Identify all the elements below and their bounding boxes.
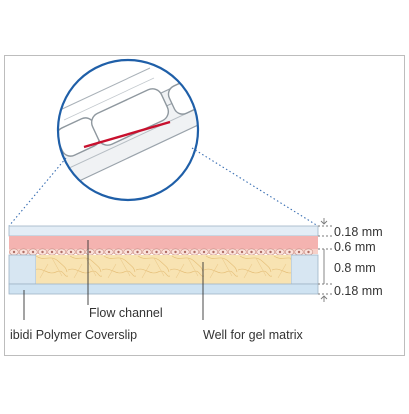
dim-gel-well: 0.8 mm <box>334 261 376 275</box>
cross-section <box>8 225 319 295</box>
gel-well-label: Well for gel matrix <box>203 328 304 342</box>
cell-nucleus <box>250 250 253 254</box>
flow-channel-layer <box>9 236 318 249</box>
cell-nucleus <box>278 250 282 254</box>
cell-nucleus <box>69 250 73 254</box>
cell-nucleus <box>183 250 187 254</box>
cells <box>9 248 314 256</box>
section-cut-line <box>83 120 171 149</box>
cell-nucleus <box>155 250 158 254</box>
cell-nucleus <box>41 250 44 254</box>
top-lid <box>8 225 319 237</box>
cell-nucleus <box>145 250 149 254</box>
cell-nucleus <box>307 250 310 254</box>
dim-top-lid: 0.18 mm <box>334 225 383 239</box>
left-wall <box>8 254 37 285</box>
cell-nucleus <box>297 250 301 254</box>
cell-nucleus <box>164 250 168 254</box>
zoom-guides <box>8 147 319 227</box>
coverslip-layer <box>8 283 319 295</box>
cell-nucleus <box>212 250 215 254</box>
cell-nucleus <box>193 250 196 254</box>
flow-channel-label: Flow channel <box>89 306 163 320</box>
cell-nucleus <box>240 250 244 254</box>
cell-nucleus <box>98 250 101 254</box>
cell-nucleus <box>231 250 234 254</box>
dim-flow-channel: 0.6 mm <box>334 240 376 254</box>
cell-nucleus <box>288 250 291 254</box>
coverslip-label: ibidi Polymer Coverslip <box>10 328 137 342</box>
cell-nucleus <box>136 250 139 254</box>
cell-nucleus <box>202 250 206 254</box>
magnifier-view <box>56 58 200 202</box>
cell-nucleus <box>107 250 111 254</box>
dim-coverslip: 0.18 mm <box>334 284 383 298</box>
cell-nucleus <box>22 250 25 254</box>
cell-nucleus <box>88 250 92 254</box>
right-wall <box>290 254 319 285</box>
cell-nucleus <box>117 250 120 254</box>
cell-nucleus <box>259 250 263 254</box>
cell-nucleus <box>174 250 177 254</box>
cell-nucleus <box>221 250 225 254</box>
dimension-guides <box>318 218 332 302</box>
cell-nucleus <box>50 250 54 254</box>
cell-nucleus <box>60 250 63 254</box>
magnifier-ring <box>56 58 200 202</box>
cell-nucleus <box>126 250 130 254</box>
cell-nucleus <box>12 250 16 254</box>
outer-border <box>4 55 405 356</box>
cell-nucleus <box>79 250 82 254</box>
cell-nucleus <box>31 250 35 254</box>
cell-nucleus <box>269 250 272 254</box>
leader-lines <box>23 240 204 320</box>
